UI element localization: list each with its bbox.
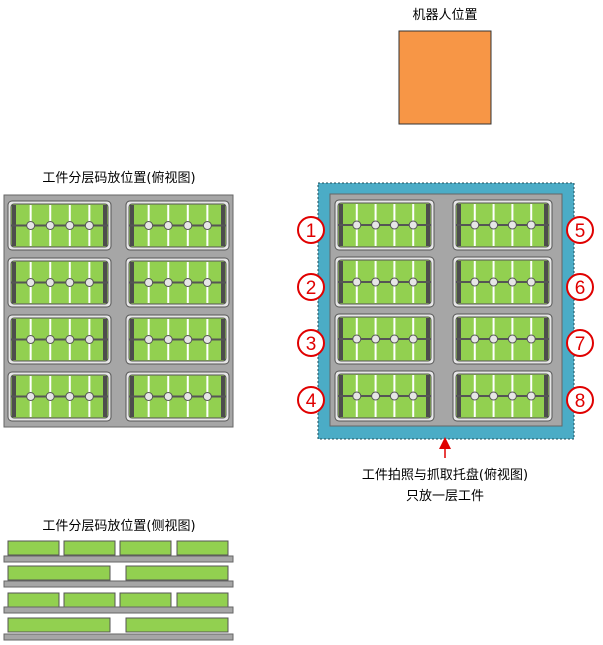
side-view-title: 工件分层码放位置(侧视图) <box>42 519 195 534</box>
workpiece-3 <box>7 314 112 365</box>
side-part <box>63 540 116 556</box>
robot-position-block <box>398 30 492 125</box>
workpiece-6 <box>452 256 553 308</box>
workpiece-8 <box>452 370 553 422</box>
workpiece-5 <box>125 200 230 251</box>
side-separator <box>3 633 234 641</box>
slot-marker-3: 3 <box>297 329 325 357</box>
side-separator <box>3 555 234 563</box>
side-part <box>176 592 229 608</box>
slot-marker-6: 6 <box>566 273 594 301</box>
workpiece-4 <box>334 370 435 422</box>
svg-text:4: 4 <box>306 391 317 412</box>
slot-marker-8: 8 <box>566 386 594 414</box>
svg-text:3: 3 <box>306 334 317 355</box>
pick-parts-group <box>334 199 553 422</box>
svg-text:2: 2 <box>306 278 317 299</box>
svg-text:7: 7 <box>575 334 586 355</box>
workpiece-2 <box>334 256 435 308</box>
robot-position-label: 机器人位置 <box>412 8 477 23</box>
top-view-title: 工件分层码放位置(俯视图) <box>42 170 195 186</box>
slot-marker-1: 1 <box>297 216 325 244</box>
workpiece-7 <box>125 314 230 365</box>
side-part <box>7 617 111 633</box>
side-separator <box>3 606 234 614</box>
workpiece-6 <box>125 257 230 308</box>
side-view-stack <box>3 540 234 641</box>
side-part <box>7 592 60 608</box>
workpiece-2 <box>7 257 112 308</box>
stack-parts-group <box>7 200 230 422</box>
side-part <box>125 565 229 581</box>
workpiece-5 <box>452 199 553 251</box>
side-part <box>119 540 172 556</box>
pick-tray-caption: 工件拍照与抓取托盘(俯视图) <box>362 467 528 483</box>
svg-text:8: 8 <box>575 391 586 412</box>
side-part <box>176 540 229 556</box>
side-separator <box>3 580 234 588</box>
workpiece-3 <box>334 313 435 365</box>
svg-text:1: 1 <box>306 221 317 242</box>
side-part <box>7 540 60 556</box>
workpiece-1 <box>7 200 112 251</box>
slot-marker-7: 7 <box>566 329 594 357</box>
workpiece-1 <box>334 199 435 251</box>
workpiece-7 <box>452 313 553 365</box>
workpiece-4 <box>7 371 112 422</box>
side-part <box>125 617 229 633</box>
pick-tray-caption-note: 只放一层工件 <box>406 489 484 504</box>
side-part <box>63 592 116 608</box>
slot-marker-2: 2 <box>297 273 325 301</box>
slot-marker-5: 5 <box>566 216 594 244</box>
svg-text:6: 6 <box>575 278 586 299</box>
slot-marker-4: 4 <box>297 386 325 414</box>
svg-text:5: 5 <box>575 221 586 242</box>
workpiece-8 <box>125 371 230 422</box>
side-part <box>119 592 172 608</box>
side-part <box>7 565 111 581</box>
